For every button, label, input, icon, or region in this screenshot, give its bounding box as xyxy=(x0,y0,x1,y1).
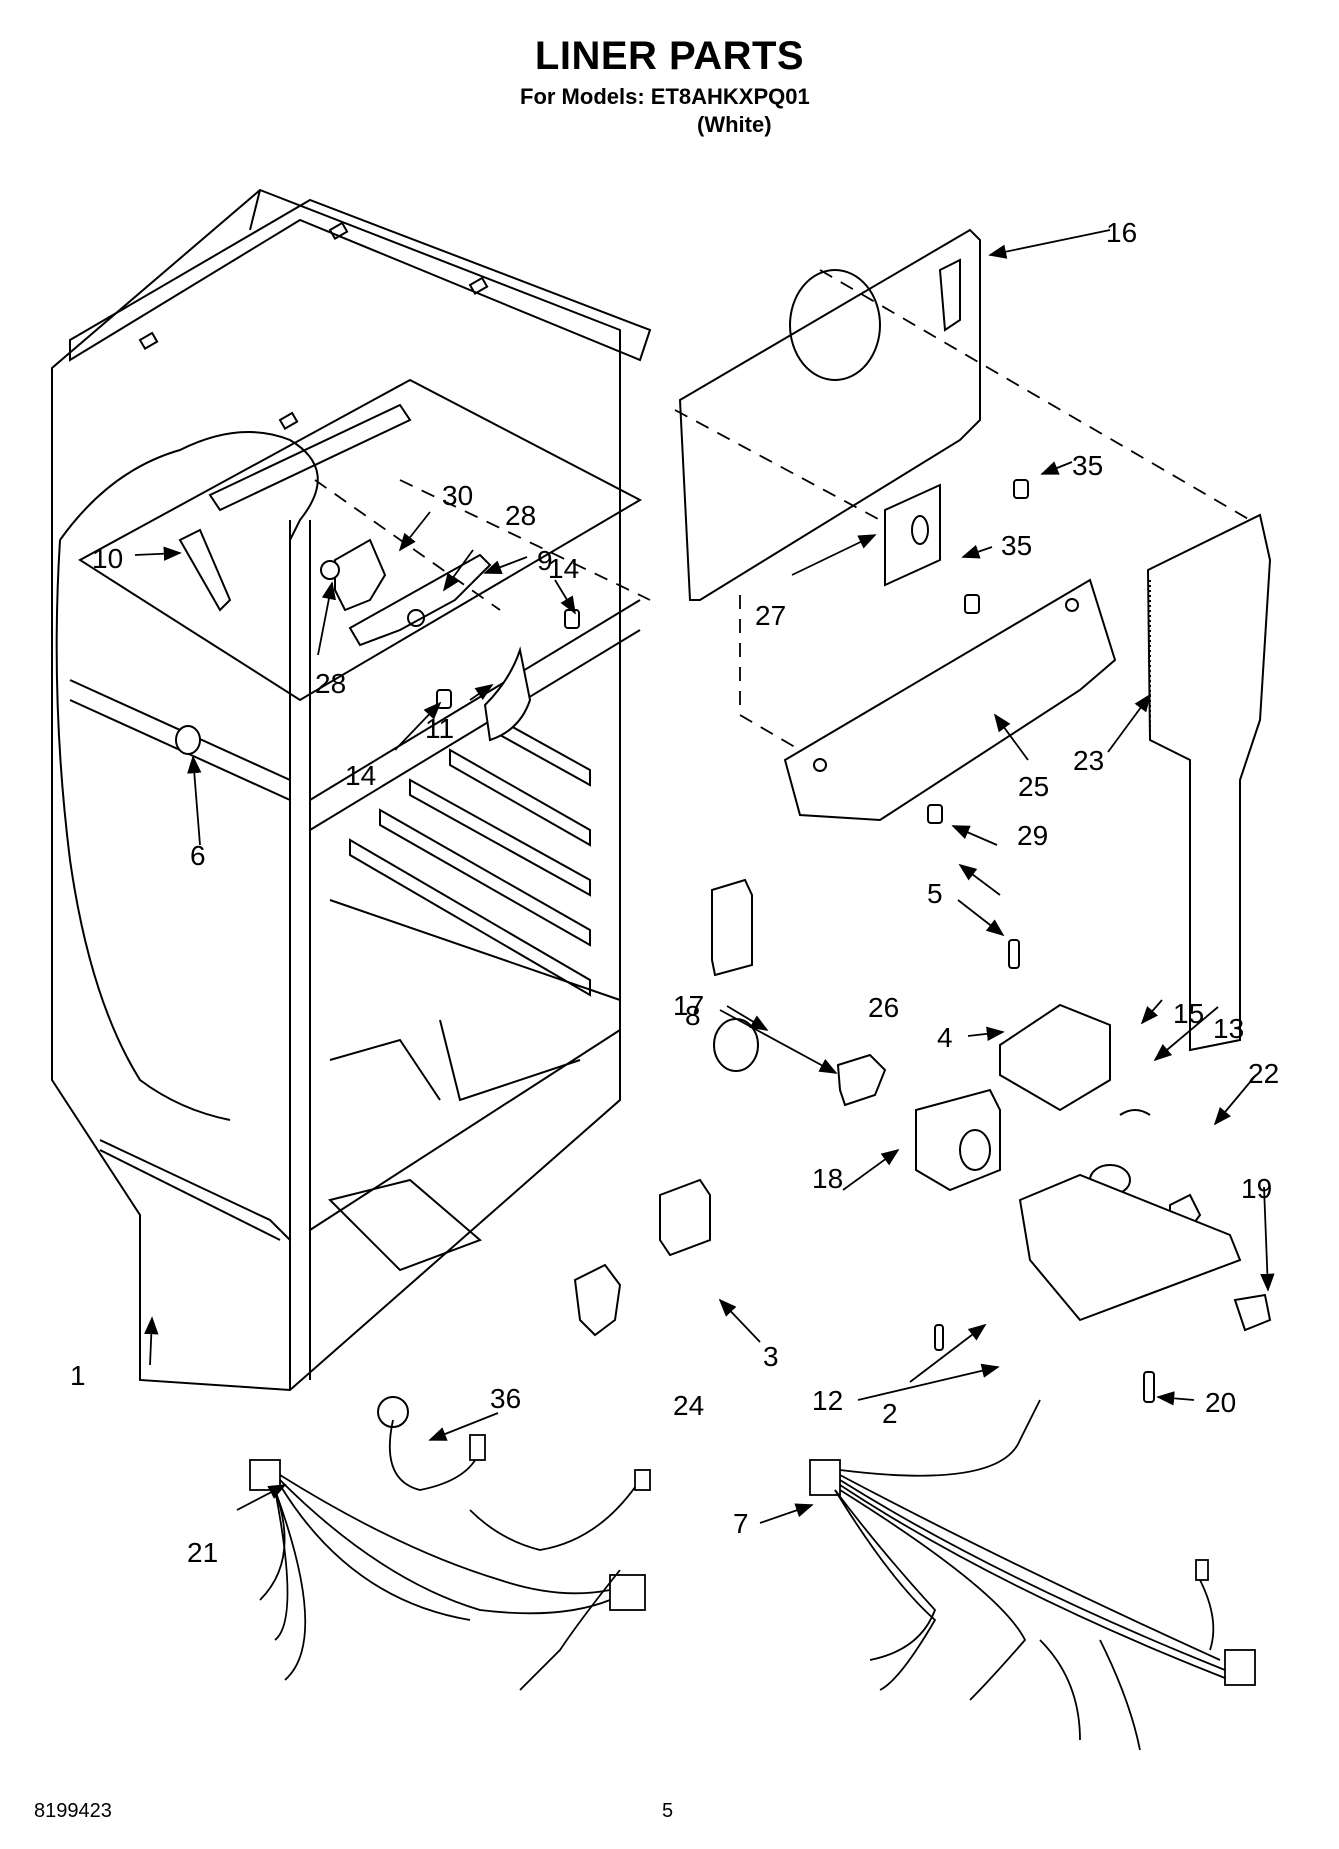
side-cover-part xyxy=(1146,513,1272,1052)
callout-30: 30 xyxy=(442,480,473,511)
callout-21: 21 xyxy=(187,1537,218,1568)
callout-29: 29 xyxy=(1017,820,1048,851)
callout-35-upper: 35 xyxy=(1072,450,1103,481)
callout-26: 26 xyxy=(868,992,899,1023)
wire-harness-7 xyxy=(809,1399,1256,1751)
callout-labels: 1 2 3 4 5 6 7 8 9 10 11 12 13 14 14 15 1… xyxy=(70,217,1279,1568)
callout-6: 6 xyxy=(190,840,206,871)
callout-4: 4 xyxy=(937,1022,953,1053)
callout-35-lower: 35 xyxy=(1001,530,1032,561)
callout-28-lower: 28 xyxy=(315,668,346,699)
callout-28-upper: 28 xyxy=(505,500,536,531)
callout-20: 20 xyxy=(1205,1387,1236,1418)
page-title: LINER PARTS xyxy=(534,34,805,78)
callout-17: 17 xyxy=(673,990,704,1021)
callout-3: 3 xyxy=(763,1341,779,1372)
cover-plate-part xyxy=(884,483,941,587)
screw-parts xyxy=(436,479,1155,1403)
callout-27: 27 xyxy=(755,600,786,631)
wire-harness-21 xyxy=(249,1419,651,1691)
callout-8: 8 xyxy=(685,1000,701,1031)
callout-16: 16 xyxy=(1106,217,1137,248)
models-line: For Models: ET8AHKXPQ01 xyxy=(520,84,810,109)
callout-25: 25 xyxy=(1018,771,1049,802)
callout-13: 13 xyxy=(1213,1013,1244,1044)
callout-14-upper: 14 xyxy=(548,553,579,584)
callout-23: 23 xyxy=(1073,745,1104,776)
callout-9: 9 xyxy=(537,545,553,576)
callout-7: 7 xyxy=(733,1508,749,1539)
callout-36: 36 xyxy=(490,1383,521,1414)
color-line: (White) xyxy=(697,112,772,137)
document-number: 8199423 xyxy=(34,1800,112,1822)
refrigerator-liner-part xyxy=(51,188,652,1392)
electrical-parts xyxy=(377,878,1272,1428)
callout-5: 5 xyxy=(927,878,943,909)
callout-1: 1 xyxy=(70,1360,86,1391)
alignment-lines xyxy=(314,269,1251,751)
callout-2: 2 xyxy=(882,1398,898,1429)
callout-15: 15 xyxy=(1173,998,1204,1029)
callout-14-lower: 14 xyxy=(345,760,376,791)
evaporator-cover-panel xyxy=(678,228,981,601)
callout-18: 18 xyxy=(812,1163,843,1194)
callout-24: 24 xyxy=(673,1390,704,1421)
callout-leaders xyxy=(134,229,1275,1524)
knob-part xyxy=(175,725,201,755)
air-duct-part xyxy=(783,578,1117,822)
callout-19: 19 xyxy=(1241,1173,1272,1204)
page-number: 5 xyxy=(662,1800,674,1822)
callout-11: 11 xyxy=(425,713,454,744)
callout-10: 10 xyxy=(92,543,123,574)
callout-22: 22 xyxy=(1248,1058,1279,1089)
callout-12: 12 xyxy=(812,1385,843,1416)
